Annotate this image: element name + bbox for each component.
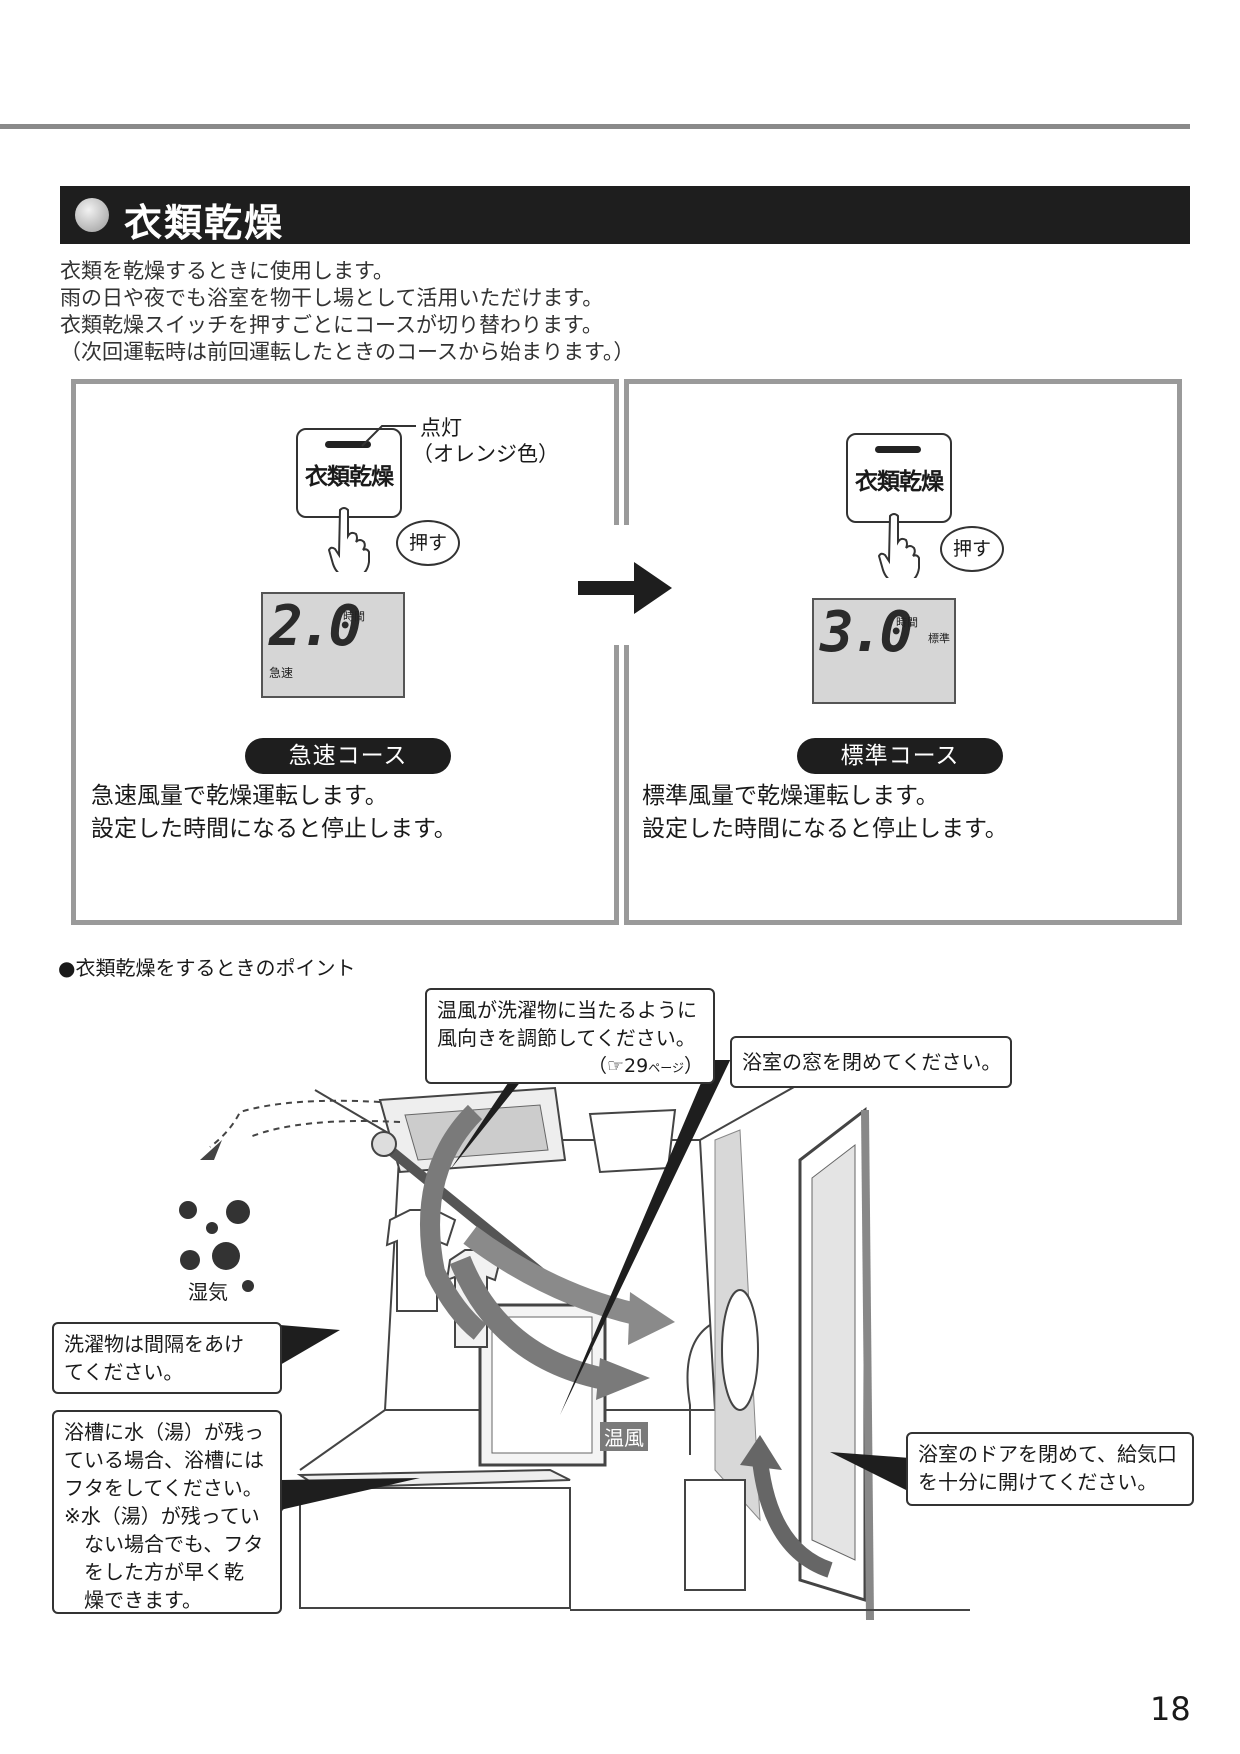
intro-line: （次回運転時は前回運転したときのコースから始まります。） [60,340,635,364]
standard-course-label: 標準コース [797,738,1003,774]
lamp-indicator [325,441,371,448]
lcd-time-value: 2.0 [269,594,362,659]
desc-line: 標準風量で乾燥運転します。 [642,783,939,809]
ref-paren-open: （ [587,1055,607,1077]
callout-text: 浴室の窓を閉めてください。 [742,1050,1002,1074]
intro-line: 衣類乾燥スイッチを押すごとにコースが切り替わります。 [60,313,603,337]
lcd-unit: 時間 [343,610,365,623]
callout-bathtub-cover: 浴槽に水（湯）が残っ ている場合、浴槽には フタをしてください。 ※水（湯）が残… [52,1410,282,1614]
bathroom-illustration [179,1060,970,1620]
drying-switch-button[interactable]: 衣類乾燥 [296,428,402,518]
callout-text: を十分に開けてください。 [918,1470,1158,1494]
intro-text: 衣類を乾燥するときに使用します。 雨の日や夜でも浴室を物干し場として活用いただけ… [60,258,634,366]
desc-line: 急速風量で乾燥運転します。 [91,783,388,809]
section-title: 衣類乾燥 [124,201,285,245]
rapid-course-label: 急速コース [245,738,451,774]
callout-text: 洗濯物は間隔をあけ [64,1332,244,1356]
lamp-note: 点灯 [420,416,462,440]
next-arrow-icon [578,562,672,614]
hand-press-icon [878,513,920,578]
lcd-display: 3.0 時間 標準 [812,598,956,704]
press-badge: 押す [396,520,460,566]
drying-switch-button[interactable]: 衣類乾燥 [846,433,952,523]
callout-wind-direction: 温風が洗濯物に当たるように 風向きを調節してください。 （☞29ページ） [425,988,715,1084]
callout-close-door: 浴室のドアを閉めて、給気口 を十分に開けてください。 [906,1432,1194,1506]
warm-air-label: 温風 [600,1422,648,1451]
callout-laundry-spacing: 洗濯物は間隔をあけ てください。 [52,1322,282,1394]
points-heading: ●衣類乾燥をするときのポイント [58,956,356,980]
callout-text: ※水（湯）が残ってい [64,1504,260,1528]
lcd-unit: 時間 [896,616,918,629]
lamp-note-color: （オレンジ色） [412,442,559,466]
standard-course-description: 標準風量で乾燥運転します。 設定した時間になると停止します。 [642,780,1008,846]
switch-label: 衣類乾燥 [305,464,394,490]
lcd-time-value: 3.0 [820,600,913,665]
section-title-bar: 衣類乾燥 [60,186,1190,245]
ref-paren-close: ） [683,1055,703,1077]
callout-close-window: 浴室の窓を閉めてください。 [730,1036,1012,1088]
hand-press-icon [328,507,370,572]
callout-text: 温風が洗濯物に当たるように [437,998,697,1022]
lamp-indicator [875,446,921,453]
lcd-display: 2.0 時間 急速 [261,592,405,698]
moisture-label: 湿気 [188,1280,228,1304]
ref-page-number: 29 [624,1055,649,1077]
press-badge: 押す [940,526,1004,572]
callout-text: ない場合でも、フタ [84,1532,264,1556]
callout-text: 風向きを調節してください。 [437,1026,696,1050]
top-rule [0,124,1190,129]
bullet-circle-icon [75,198,109,232]
rapid-course-description: 急速風量で乾燥運転します。 設定した時間になると停止します。 [91,780,457,846]
pointing-hand-icon: ☞ [606,1055,625,1077]
callout-text: てください。 [64,1360,184,1384]
ref-page-unit: ページ [648,1061,684,1075]
page-number: 18 [1150,1690,1191,1728]
callout-text: ている場合、浴槽には [64,1448,264,1472]
callout-text: 燥できます。 [84,1588,202,1612]
callout-text: 浴槽に水（湯）が残っ [64,1420,264,1444]
lcd-mode: 標準 [928,632,950,645]
desc-line: 設定した時間になると停止します。 [642,816,1008,842]
lamp-leader-line [361,425,416,447]
page-reference: （☞29ページ） [437,1052,703,1082]
callout-text: 浴室のドアを閉めて、給気口 [918,1442,1177,1466]
intro-line: 衣類を乾燥するときに使用します。 [60,259,394,283]
desc-line: 設定した時間になると停止します。 [91,816,457,842]
intro-line: 雨の日や夜でも浴室を物干し場として活用いただけます。 [60,286,604,310]
lcd-mode: 急速 [269,666,294,680]
callout-text: をした方が早く乾 [84,1560,244,1584]
switch-label: 衣類乾燥 [855,469,944,495]
callout-text: フタをしてください。 [64,1476,263,1500]
